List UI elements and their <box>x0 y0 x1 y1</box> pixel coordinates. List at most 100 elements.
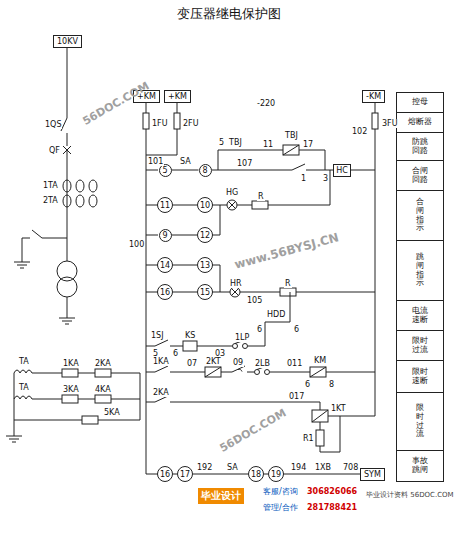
node-text: 限时过流 <box>416 404 424 439</box>
single-line-diagram <box>14 48 97 324</box>
wire-label: 194 <box>290 463 307 472</box>
single-line-diagram <box>89 195 97 207</box>
single-line-diagram <box>59 297 75 324</box>
function-column-cell: 限时速断 <box>396 360 444 393</box>
control-circuit <box>205 367 221 377</box>
wire-label: 1FU <box>151 119 169 128</box>
wire-label: 105 <box>246 296 263 305</box>
control-circuit <box>143 113 149 129</box>
function-column-cell: 熔断器 <box>396 112 444 133</box>
wire-label: QF <box>48 146 61 155</box>
wire-label: R1 <box>302 434 315 443</box>
wire-label: 2FU <box>182 119 200 128</box>
control-circuit <box>252 201 268 209</box>
node-text: 10 <box>200 201 210 210</box>
single-line-diagram <box>61 48 71 261</box>
wire-label: TA <box>18 383 30 392</box>
node-text: 5 <box>162 166 167 175</box>
control-circuit <box>233 344 238 349</box>
node-text: 控母 <box>412 98 428 107</box>
node-text: 13 <box>200 261 210 270</box>
single-line-diagram <box>89 180 97 192</box>
node-text: 14 <box>160 261 170 270</box>
single-line-diagram <box>63 180 71 192</box>
wire-label: HR <box>229 279 243 288</box>
node-text: 防跳回路 <box>412 138 428 156</box>
terminal-circle: 9 <box>159 229 172 242</box>
terminal-circle: 10 <box>197 197 213 213</box>
control-circuit <box>280 288 296 296</box>
current-transformer-circuit <box>62 369 78 377</box>
control-circuit <box>143 103 378 474</box>
single-line-diagram <box>63 195 71 207</box>
wire-label: 1KT <box>330 404 347 413</box>
terminal-circle: 16 <box>157 284 173 300</box>
node-text: -KM <box>366 92 381 101</box>
node-text: +KM <box>168 92 187 101</box>
node-text: 合闸回路 <box>412 167 428 185</box>
single-line-diagram <box>57 277 77 297</box>
node-text: 10KV <box>57 37 78 46</box>
node-text: 事故跳闸 <box>412 457 428 475</box>
control-circuit <box>312 410 328 422</box>
wire-label: 2KA <box>94 359 112 368</box>
node-text: 合闸指示 <box>416 198 424 233</box>
control-circuit <box>227 200 237 210</box>
terminal-circle: 11 <box>157 197 173 213</box>
node-text: 熔断器 <box>408 118 432 127</box>
label-box: 10KV <box>53 35 82 48</box>
terminal-link-wire <box>173 205 197 206</box>
node-text: 18 <box>251 470 261 479</box>
terminal-link-wire <box>172 235 198 236</box>
current-transformer-circuit <box>95 369 111 377</box>
control-circuit <box>232 289 239 296</box>
current-transformer-circuit <box>95 395 111 403</box>
wire-label: 100 <box>128 240 145 249</box>
watermark-text: 毕业设计资料 56DOC.COM <box>365 491 455 499</box>
wire-label: KS <box>184 331 196 340</box>
label-box: +KM <box>164 90 191 103</box>
function-column-cell: 合闸回路 <box>396 160 444 191</box>
wire-label: 3FU <box>381 119 399 128</box>
wire-label: 5 <box>218 138 225 147</box>
wire-label: 6 <box>304 380 311 389</box>
wire-label: SA <box>226 463 239 472</box>
wire-label: SA <box>179 157 192 166</box>
wire-label: R <box>284 279 292 288</box>
node-text: HC <box>336 166 348 175</box>
control-circuit <box>310 367 326 377</box>
control-circuit <box>183 341 197 351</box>
wire-label: 1KA <box>152 357 170 366</box>
current-transformer-circuit <box>62 395 78 403</box>
terminal-link-wire <box>173 292 197 293</box>
wire-label: 102 <box>351 127 368 136</box>
control-circuit <box>218 150 325 170</box>
watermark-text: 管理/合作 <box>262 503 299 512</box>
wire-label: 1LP <box>234 333 250 342</box>
wire-label: 3 <box>322 174 329 183</box>
wire-label: 2LB <box>254 359 271 368</box>
current-transformer-circuit <box>6 369 140 442</box>
node-text: 16 <box>160 470 170 479</box>
control-circuit <box>146 292 290 346</box>
wire-label: 11 <box>262 140 274 149</box>
terminal-circle: 17 <box>177 466 193 482</box>
wire-label: -220 <box>256 99 276 108</box>
watermark-text: 306826066 <box>306 487 358 496</box>
control-circuit <box>283 145 299 155</box>
wire-label: 6 <box>256 325 263 334</box>
wire-label: HDD <box>266 310 286 319</box>
control-circuit <box>372 113 378 129</box>
node-text: 9 <box>162 231 167 240</box>
node-text: 17 <box>180 470 190 479</box>
control-circuit <box>146 170 158 474</box>
function-column-cell: 合闸指示 <box>396 190 444 241</box>
control-circuit <box>310 367 326 377</box>
label-box: SYM <box>360 468 385 481</box>
control-circuit <box>212 292 375 293</box>
control-circuit <box>230 287 240 297</box>
function-column-cell: 事故跳闸 <box>396 450 444 482</box>
terminal-link-wire <box>193 474 248 475</box>
wire-label: 101 <box>147 157 164 166</box>
wire-label: 1QS <box>44 120 62 129</box>
